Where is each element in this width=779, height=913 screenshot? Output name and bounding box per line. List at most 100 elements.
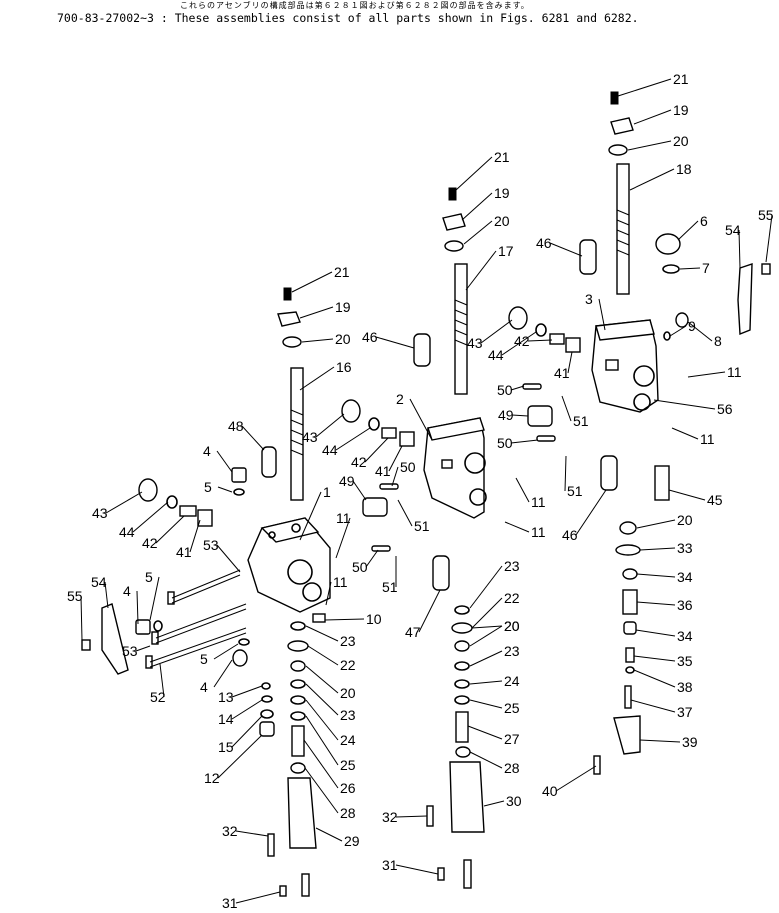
leader-line (303, 739, 339, 789)
callout-number: 5 (145, 569, 153, 585)
mid-relief-parts (341, 399, 415, 447)
callout-number: 20 (340, 685, 356, 701)
callout-number: 43 (92, 505, 108, 521)
callout-number: 34 (677, 569, 693, 585)
part-46-right-top (579, 239, 597, 275)
leader-line (465, 250, 497, 291)
leader-line (564, 455, 567, 492)
part-47 (432, 555, 450, 591)
leader-line (515, 477, 530, 503)
leader-lines (80, 78, 773, 904)
leader-line (299, 491, 322, 541)
leader-line (687, 371, 726, 378)
leader-line (365, 549, 379, 568)
part-46-mid (413, 333, 431, 367)
callout-number: 31 (382, 857, 398, 873)
leader-line (633, 109, 672, 125)
callout-number: 46 (562, 527, 578, 543)
leader-line (217, 734, 263, 779)
english-note: 700-83-27002~3 : These assemblies consis… (57, 11, 639, 25)
leader-line (627, 140, 672, 151)
callout-number: 50 (400, 459, 416, 475)
leader-line (469, 565, 503, 609)
plug-8 (675, 312, 689, 328)
leader-line (305, 625, 339, 642)
leader-line (511, 414, 529, 417)
callout-number: 22 (340, 657, 356, 673)
leader-line (765, 214, 773, 263)
leader-line (80, 595, 83, 641)
seal-50-mid2 (536, 435, 556, 442)
callout-number: 7 (702, 260, 710, 276)
callout-number: 15 (218, 739, 234, 755)
callout-number: 50 (497, 382, 513, 398)
leader-line (671, 427, 699, 440)
leader-line (504, 521, 530, 533)
callout-number: 5 (204, 479, 212, 495)
callout-number: 20 (335, 331, 351, 347)
callout-number: 4 (123, 583, 131, 599)
callout-number: 56 (717, 401, 733, 417)
gasket-49-left (362, 497, 388, 517)
callout-number: 50 (497, 435, 513, 451)
bracket-54-left (101, 603, 129, 675)
leader-line (291, 271, 333, 293)
callout-number: 12 (204, 770, 220, 786)
callout-number: 41 (375, 463, 391, 479)
leader-line (231, 715, 263, 748)
leader-line (510, 439, 539, 444)
bolt-55-right (761, 263, 771, 275)
callout-number: 50 (352, 559, 368, 575)
leader-line (555, 765, 597, 792)
callout-number: 22 (504, 590, 520, 606)
callout-number: 24 (504, 673, 520, 689)
callout-number: 52 (150, 689, 166, 705)
leader-line (135, 645, 151, 652)
callout-number: 53 (203, 537, 219, 553)
callout-number: 4 (203, 443, 211, 459)
leader-line (677, 220, 699, 241)
leader-line (155, 515, 185, 544)
leader-line (471, 625, 503, 629)
part-46-right-low (600, 455, 618, 491)
seal-50-left2 (371, 545, 391, 552)
callout-number: 54 (725, 222, 741, 238)
callout-number: 44 (322, 442, 338, 458)
callout-number: 5 (200, 651, 208, 667)
leader-line (397, 499, 413, 527)
leader-line (395, 815, 428, 818)
callout-number: 4 (200, 679, 208, 695)
leader-line (231, 699, 263, 720)
oring-5-bottom (238, 638, 250, 646)
callout-number: 18 (676, 161, 692, 177)
part-48 (261, 446, 277, 478)
leader-line (527, 339, 553, 342)
leader-line (633, 655, 676, 662)
callout-number: 11 (700, 431, 715, 447)
leader-line (668, 489, 706, 501)
leader-line (216, 544, 241, 573)
leader-line (299, 366, 335, 391)
callout-number: 20 (494, 213, 510, 229)
callout-number: 43 (302, 429, 318, 445)
leader-line (364, 437, 389, 463)
leader-line (461, 192, 493, 221)
oring-5-top (233, 488, 245, 496)
callout-number: 29 (344, 833, 360, 849)
callout-number: 16 (336, 359, 352, 375)
callout-number: 27 (504, 731, 520, 747)
callout-number: 48 (228, 418, 244, 434)
leader-line (636, 601, 676, 606)
callout-number: 44 (119, 524, 135, 540)
callout-number: 46 (536, 235, 552, 251)
callout-number: 38 (677, 679, 693, 695)
leader-line (307, 645, 339, 666)
right-lower-stack (593, 521, 641, 775)
callout-number: 1 (323, 484, 331, 500)
callout-number: 13 (218, 689, 234, 705)
callout-number: 32 (382, 809, 398, 825)
leader-line (305, 715, 339, 766)
leader-line (213, 643, 239, 660)
callout-number: 20 (504, 618, 520, 634)
callout-number: 55 (758, 207, 774, 223)
